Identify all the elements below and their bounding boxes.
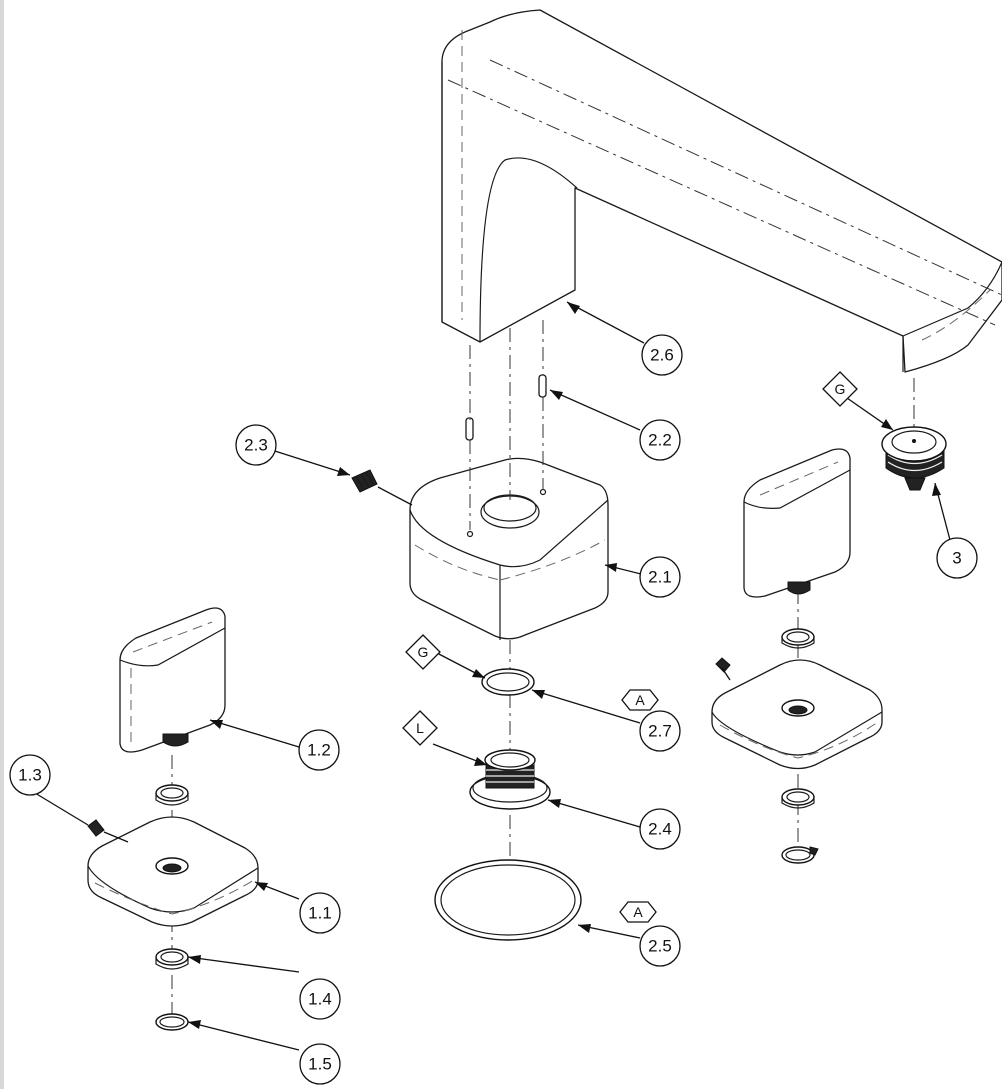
balloon-label: 3 [952, 549, 961, 568]
balloon-label: 1.1 [308, 904, 332, 923]
o-ring-2-7 [481, 668, 535, 696]
balloon-label: 2.6 [650, 346, 674, 365]
right-handle-lower-washer [781, 788, 815, 809]
balloon-label: 1.3 [18, 766, 42, 785]
diamond-symbol-g-oring: G [405, 634, 441, 670]
balloon-2-5: 2.5 [639, 925, 681, 967]
balloon-2-3: 2.3 [235, 424, 277, 466]
aerator [881, 426, 947, 491]
diamond-symbol-g-spout: G [822, 371, 858, 407]
balloon-2-4: 2.4 [639, 808, 681, 850]
left-handle-lever [119, 607, 226, 753]
hexagon-symbol-a-large: A [619, 901, 657, 923]
dowel-pin-left [465, 417, 474, 441]
balloon-label: 2.2 [648, 431, 672, 450]
balloon-1-3: 1.3 [9, 754, 51, 796]
page-edge [0, 0, 4, 1089]
right-handle-clip [781, 846, 819, 864]
left-handle-washer [155, 784, 189, 806]
balloon-label: 1.4 [308, 990, 332, 1009]
valve-body [409, 457, 609, 640]
threaded-adapter [469, 749, 551, 810]
balloon-2-7: 2.7 [639, 710, 681, 752]
right-handle-lever [743, 448, 851, 598]
hexagon-symbol-a-oring: A [621, 689, 659, 711]
set-screw-2-3 [351, 469, 378, 493]
balloon-3: 3 [936, 537, 978, 579]
symbol-label: G [835, 381, 846, 397]
left-handle-clip [155, 1013, 189, 1031]
balloon-2-6: 2.6 [641, 334, 683, 376]
symbol-label: G [418, 644, 429, 660]
o-ring-2-5 [434, 859, 582, 941]
symbol-label: L [416, 720, 424, 736]
balloon-label: 1.5 [308, 1055, 332, 1074]
spout-body [441, 9, 1002, 373]
set-screw-1-3 [87, 819, 105, 837]
balloon-label: 2.3 [244, 436, 268, 455]
left-handle-lower-washer [155, 948, 189, 970]
symbol-label: A [635, 692, 645, 708]
dowel-pin-right [538, 374, 547, 398]
right-handle-base [711, 657, 883, 770]
balloon-1-2: 1.2 [298, 729, 340, 771]
left-handle-base [87, 816, 259, 927]
diamond-symbol-l-thread: L [402, 710, 438, 746]
balloon-label: 2.1 [648, 568, 672, 587]
balloon-label: 2.4 [648, 820, 672, 839]
balloon-1-4: 1.4 [299, 978, 341, 1020]
right-handle-washer [781, 628, 815, 649]
balloon-2-1: 2.1 [639, 556, 681, 598]
symbol-label: A [633, 904, 643, 920]
balloon-label: 2.5 [648, 937, 672, 956]
leader-arrowheads [188, 302, 941, 1029]
balloon-1-1: 1.1 [299, 892, 341, 934]
balloon-1-5: 1.5 [299, 1043, 341, 1085]
balloon-2-2: 2.2 [639, 419, 681, 461]
balloon-label: 2.7 [648, 722, 672, 741]
balloon-label: 1.2 [307, 741, 331, 760]
